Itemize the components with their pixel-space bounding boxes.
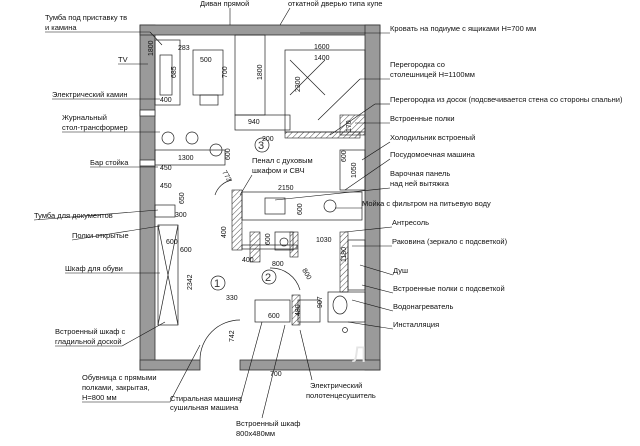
- living-area: [154, 39, 226, 326]
- dim-450-b: 450: [160, 183, 172, 190]
- room-numbers: 1 2 3: [210, 137, 277, 291]
- dim-600-g: 600: [180, 247, 192, 254]
- label-table-line1: Журнальный: [62, 113, 107, 122]
- label-washer-line2: сушильная машина: [170, 403, 239, 412]
- dim-600-e: 600: [265, 233, 272, 245]
- left-labels: Тумба под приставку тв и камина TV Элект…: [33, 13, 201, 403]
- dim-1300: 1300: [178, 155, 194, 162]
- top-labels: Диван прямой откатной дверью типа купе: [200, 0, 382, 26]
- label-tv-stand-line2: и камина: [45, 23, 77, 32]
- label-coupe-door: откатной дверью типа купе: [288, 0, 382, 8]
- dim-1050: 1050: [351, 162, 358, 178]
- label-antresol: Антресоль: [392, 218, 429, 227]
- dim-800-b: 800: [300, 268, 312, 282]
- label-wardrobe-line1: Встроенный шкаф: [236, 419, 300, 428]
- label-table-line2: стол-трансформер: [62, 123, 128, 132]
- interior-walls: [231, 114, 366, 326]
- bottom-labels: Стиральная машина сушильная машина Встро…: [170, 321, 376, 438]
- dim-685: 685: [171, 66, 178, 78]
- dimensions: 283 685 500 700 400 1800 1800 1600 1400 …: [148, 40, 358, 378]
- label-oven-line2: шкафом и СВЧ: [252, 166, 305, 175]
- dim-330: 330: [226, 295, 238, 302]
- dim-400-c: 400: [242, 257, 254, 264]
- dim-940: 940: [248, 119, 260, 126]
- label-fireplace: Электрический камин: [52, 90, 128, 99]
- label-docs: Тумба для документов: [34, 211, 113, 220]
- dim-500: 500: [200, 57, 212, 64]
- dim-2300: 2300: [295, 76, 302, 92]
- dim-450-a: 450: [160, 165, 172, 172]
- dim-2150: 2150: [278, 185, 294, 192]
- dim-600-a: 600: [225, 148, 232, 160]
- dim-800-a: 800: [272, 261, 284, 268]
- label-ironing-line2: гладильной доской: [55, 337, 122, 346]
- dim-2342: 2342: [187, 274, 194, 290]
- center-note: Пенал с духовым шкафом и СВЧ: [239, 156, 313, 196]
- label-tv: TV: [118, 55, 128, 64]
- door-swings: [199, 179, 301, 361]
- dim-773: 773: [220, 170, 232, 184]
- dim-907: 907: [317, 296, 324, 308]
- label-shoe-rack-line1: Обувница с прямыми: [82, 373, 157, 382]
- watermark: Л: [352, 342, 366, 367]
- dim-400-a: 400: [160, 97, 172, 104]
- label-hob-line1: Варочная панель: [390, 169, 450, 178]
- dim-742: 742: [229, 330, 236, 342]
- label-bath-sink: Раковина (зеркало с подсветкой): [392, 237, 508, 246]
- label-installation: Инсталляция: [393, 320, 439, 329]
- dim-600-c: 600: [166, 239, 178, 246]
- dim-1600: 1600: [314, 44, 330, 51]
- label-sofa: Диван прямой: [200, 0, 249, 8]
- dim-650: 650: [179, 192, 186, 204]
- dim-700: 700: [222, 66, 229, 78]
- dim-1030: 1030: [316, 237, 332, 244]
- dim-200: 200: [262, 136, 274, 143]
- outer-walls: [139, 24, 381, 371]
- dim-170: 170: [346, 120, 353, 132]
- label-oven-line1: Пенал с духовым: [252, 156, 313, 165]
- dim-300: 300: [175, 212, 187, 219]
- dim-480: 480: [295, 304, 302, 316]
- label-builtin-shelves: Встроенные полки: [390, 114, 455, 123]
- dim-1800-a: 1800: [148, 40, 155, 56]
- label-shoe-cabinet: Шкаф для обуви: [65, 264, 123, 273]
- dim-1400: 1400: [314, 55, 330, 62]
- label-shower: Душ: [393, 266, 408, 275]
- bed-area: [234, 34, 366, 133]
- label-washer-line1: Стиральная машина: [170, 394, 243, 403]
- kitchen-area: [241, 149, 366, 221]
- label-sink-filter: Мойка с фильтром на питьевую воду: [362, 199, 491, 208]
- dim-600-b: 600: [341, 150, 348, 162]
- dim-1180: 1180: [341, 247, 348, 262]
- label-bed: Кровать на подиуме с ящиками H=700 мм: [390, 24, 536, 33]
- room-number-1: 1: [214, 278, 220, 290]
- label-shoe-rack-line2: полками, закрытая,: [82, 383, 150, 392]
- dim-700-b: 700: [270, 371, 282, 378]
- label-water-heater: Водонагреватель: [393, 302, 454, 311]
- label-ironing-line1: Встроенный шкаф с: [55, 327, 126, 336]
- label-towel-line1: Электрический: [310, 381, 362, 390]
- label-bar: Бар стойка: [90, 158, 129, 167]
- room-number-2: 2: [265, 272, 271, 284]
- dim-600-d: 600: [297, 203, 304, 215]
- right-labels: Кровать на подиуме с ящиками H=700 мм Пе…: [274, 24, 623, 330]
- label-partition-counter-line1: Перегородка со: [390, 60, 445, 69]
- label-hob-line2: над ней вытяжка: [390, 179, 450, 188]
- label-tv-stand-line1: Тумба под приставку тв: [45, 13, 127, 22]
- bathroom-area: [254, 231, 366, 333]
- label-partition-boards: Перегородка из досок (подсвечивается сте…: [390, 95, 623, 104]
- label-dishwasher: Посудомоечная машина: [390, 150, 476, 159]
- label-shoe-rack-line3: H=800 мм: [82, 393, 117, 402]
- label-fridge: Холодильник встроеный: [390, 133, 475, 142]
- label-towel-line2: полотенцесушитель: [306, 391, 376, 400]
- dim-283: 283: [178, 45, 190, 52]
- dim-600-f: 600: [268, 313, 280, 320]
- label-partition-counter-line2: столешницей H=1100мм: [390, 70, 475, 79]
- label-wardrobe-line2: 800x480мм: [236, 429, 275, 438]
- dim-1800-b: 1800: [257, 64, 264, 80]
- label-lit-shelves: Встроенные полки с подсветкой: [393, 284, 505, 293]
- room-number-3: 3: [258, 140, 264, 152]
- dim-400-b: 400: [221, 226, 228, 238]
